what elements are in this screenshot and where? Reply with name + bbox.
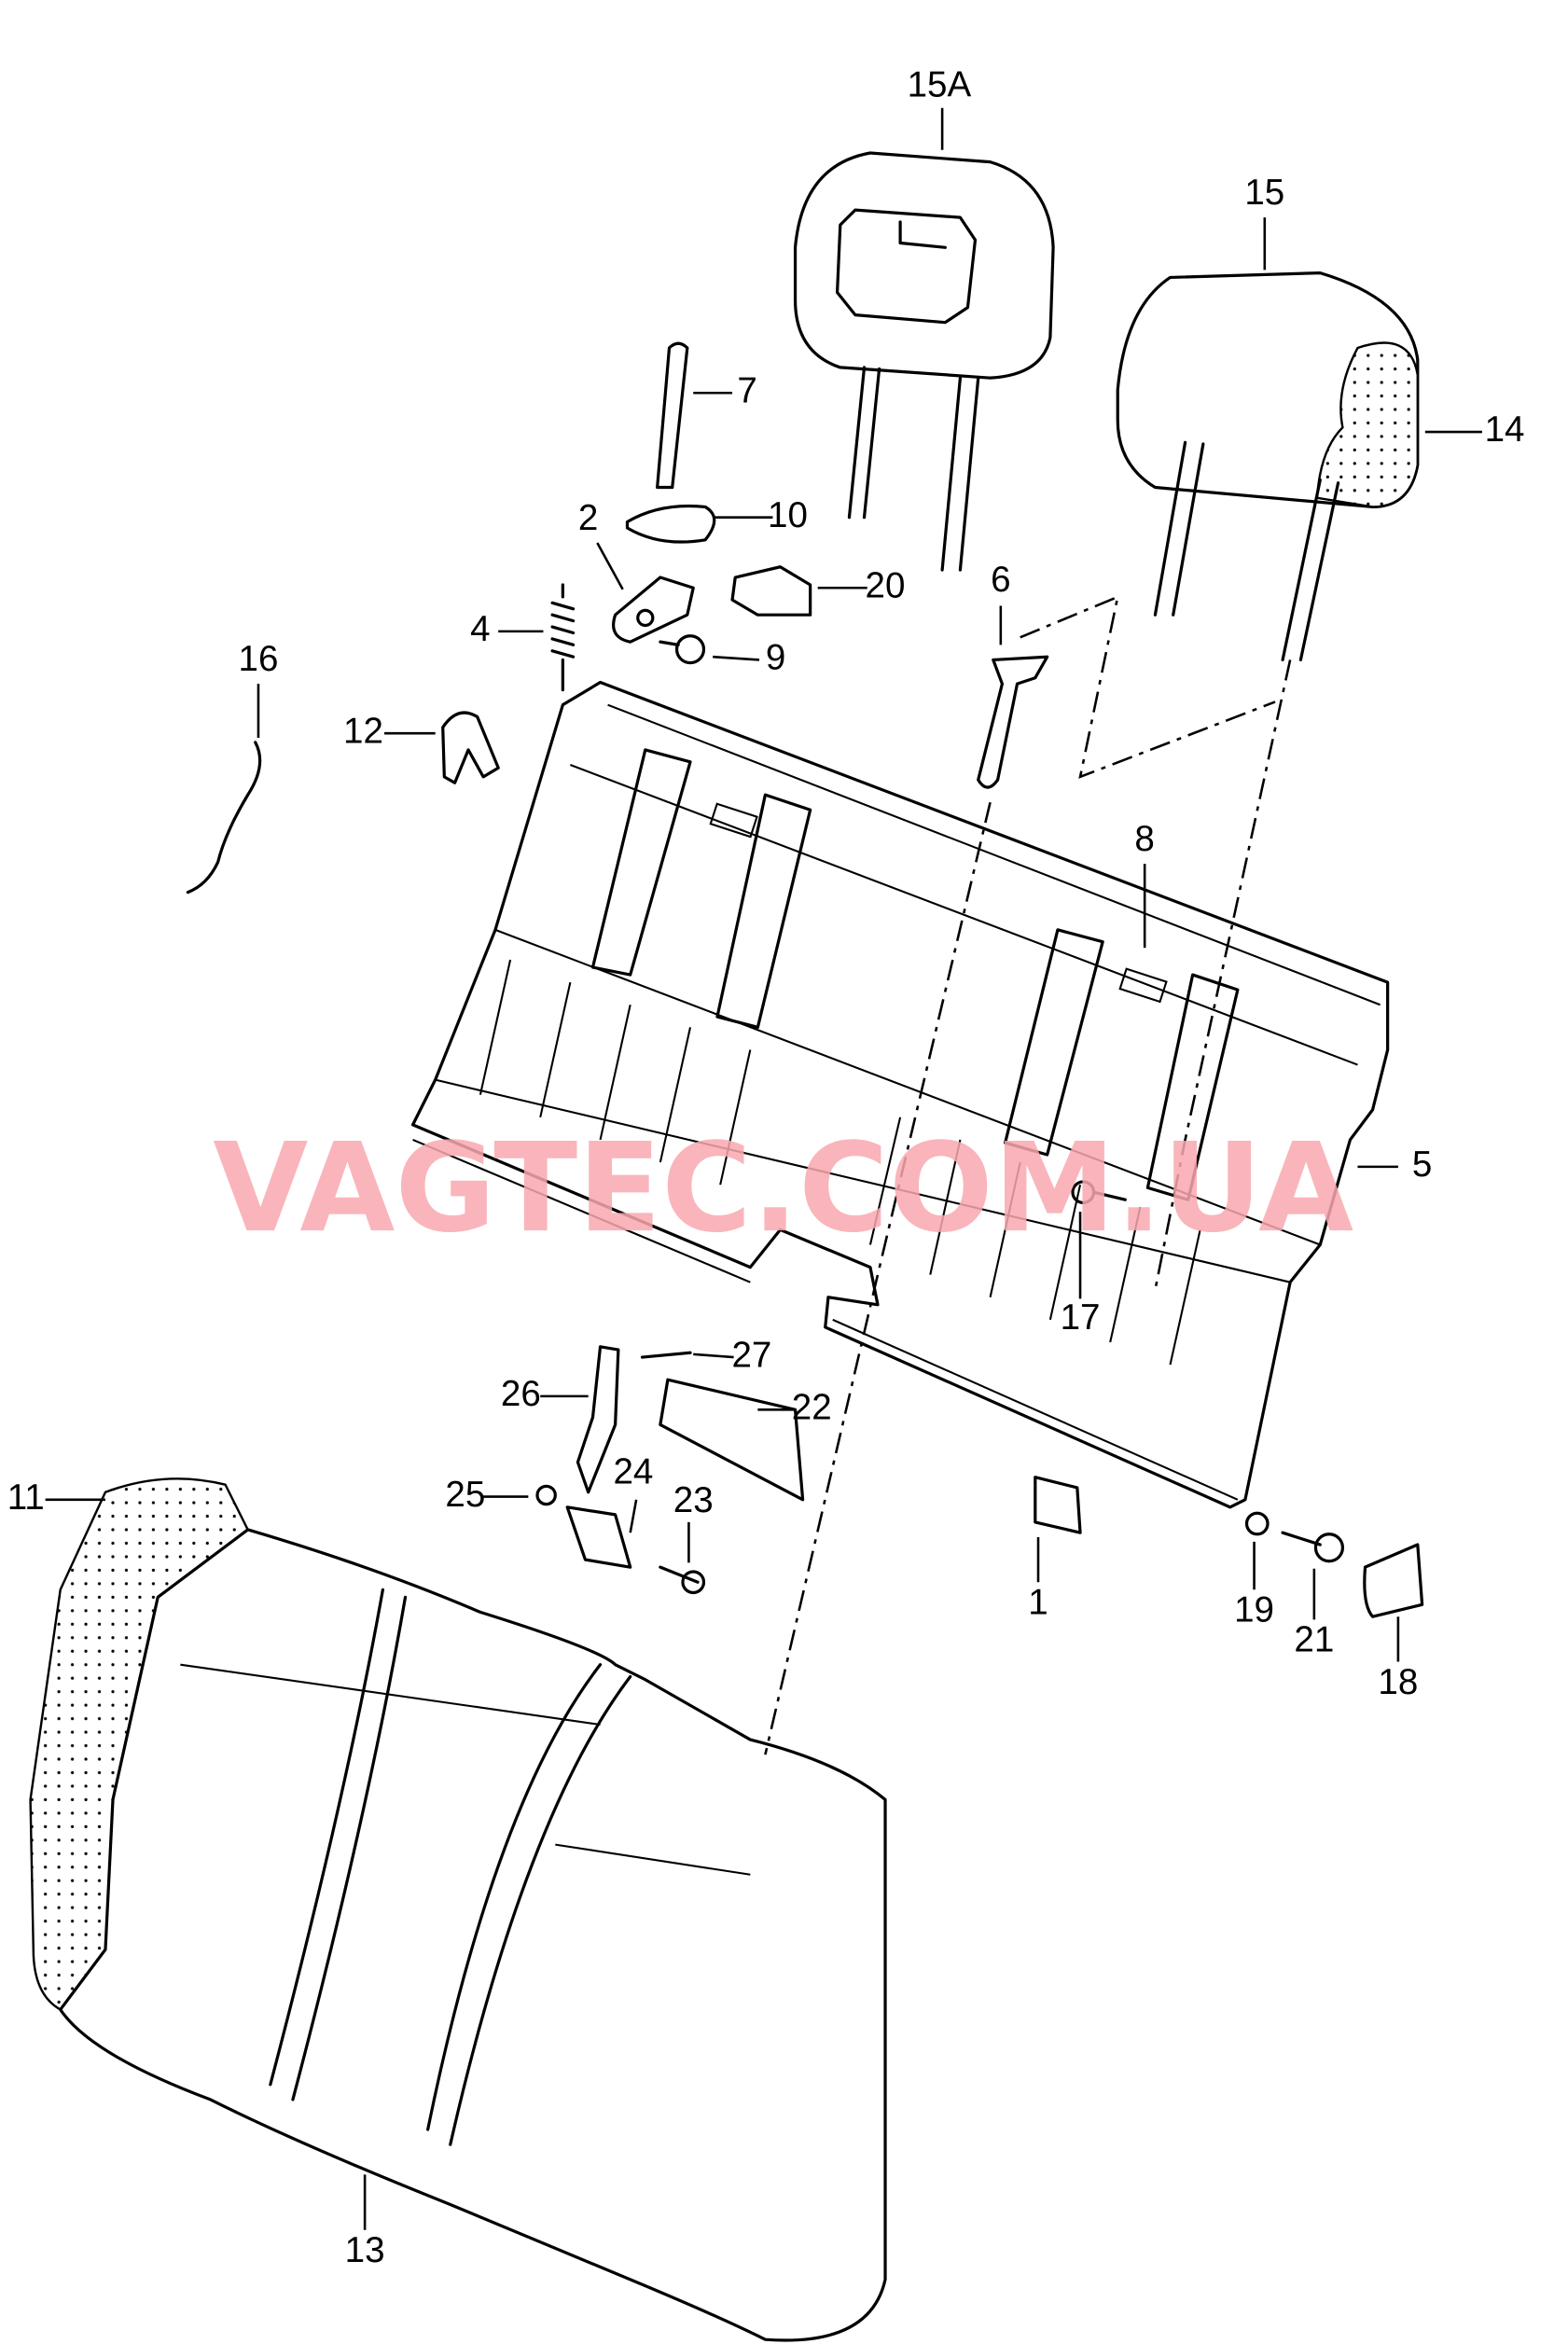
callout-26: 26 bbox=[501, 1374, 541, 1414]
callout-20: 20 bbox=[866, 565, 906, 605]
callout-4: 4 bbox=[470, 609, 490, 649]
callout-14: 14 bbox=[1485, 409, 1525, 450]
part-2[interactable] bbox=[612, 576, 695, 644]
callout-labels: 15A 15 14 7 10 2 20 6 4 9 16 12 8 5 17 2… bbox=[7, 64, 1525, 2270]
callout-17: 17 bbox=[1061, 1297, 1101, 1338]
part-17-screw[interactable] bbox=[1071, 1180, 1127, 1205]
callout-15: 15 bbox=[1244, 173, 1284, 213]
callout-13: 13 bbox=[345, 2230, 385, 2270]
part-12[interactable] bbox=[441, 711, 500, 784]
callout-27: 27 bbox=[731, 1335, 771, 1375]
part-6[interactable] bbox=[977, 655, 1049, 789]
part-19-21[interactable] bbox=[1244, 1511, 1345, 1563]
part-7[interactable] bbox=[656, 341, 689, 490]
callout-8: 8 bbox=[1134, 819, 1154, 859]
callout-12: 12 bbox=[343, 711, 383, 751]
leader-lines bbox=[45, 107, 1482, 2230]
callout-5: 5 bbox=[1412, 1144, 1432, 1185]
callout-23: 23 bbox=[673, 1480, 714, 1520]
callout-11: 11 bbox=[7, 1477, 45, 1518]
backrest-frame[interactable] bbox=[410, 680, 1390, 1509]
hinge-assembly[interactable] bbox=[535, 1345, 805, 1595]
callout-21: 21 bbox=[1294, 1620, 1334, 1660]
callout-18: 18 bbox=[1378, 1662, 1418, 1702]
callout-22: 22 bbox=[792, 1388, 832, 1428]
callout-24: 24 bbox=[613, 1452, 653, 1492]
part-10[interactable] bbox=[625, 504, 716, 544]
callout-19: 19 bbox=[1234, 1590, 1274, 1630]
part-20[interactable] bbox=[730, 565, 812, 617]
callout-2: 2 bbox=[578, 498, 598, 538]
part-9[interactable] bbox=[659, 634, 706, 665]
headrest-15[interactable] bbox=[1116, 271, 1420, 662]
callout-25: 25 bbox=[445, 1475, 485, 1515]
part-18-cap[interactable] bbox=[1363, 1543, 1424, 1618]
callout-7: 7 bbox=[737, 370, 756, 410]
callout-1: 1 bbox=[1028, 1583, 1048, 1623]
callout-16: 16 bbox=[239, 639, 279, 679]
alignment-lines bbox=[764, 594, 1292, 1755]
callout-10: 10 bbox=[768, 495, 808, 535]
callout-15a: 15A bbox=[908, 64, 972, 104]
part-1-clip[interactable] bbox=[1034, 1476, 1082, 1534]
callout-6: 6 bbox=[991, 560, 1010, 600]
seat-cushion-cover[interactable] bbox=[29, 1477, 887, 2342]
part-16-wire[interactable] bbox=[186, 741, 262, 895]
headrest-15a[interactable] bbox=[793, 151, 1055, 572]
callout-9: 9 bbox=[766, 638, 785, 678]
part-4-spring[interactable] bbox=[550, 583, 576, 692]
watermark: VAGTEC.COM.UA bbox=[213, 1117, 1353, 1260]
